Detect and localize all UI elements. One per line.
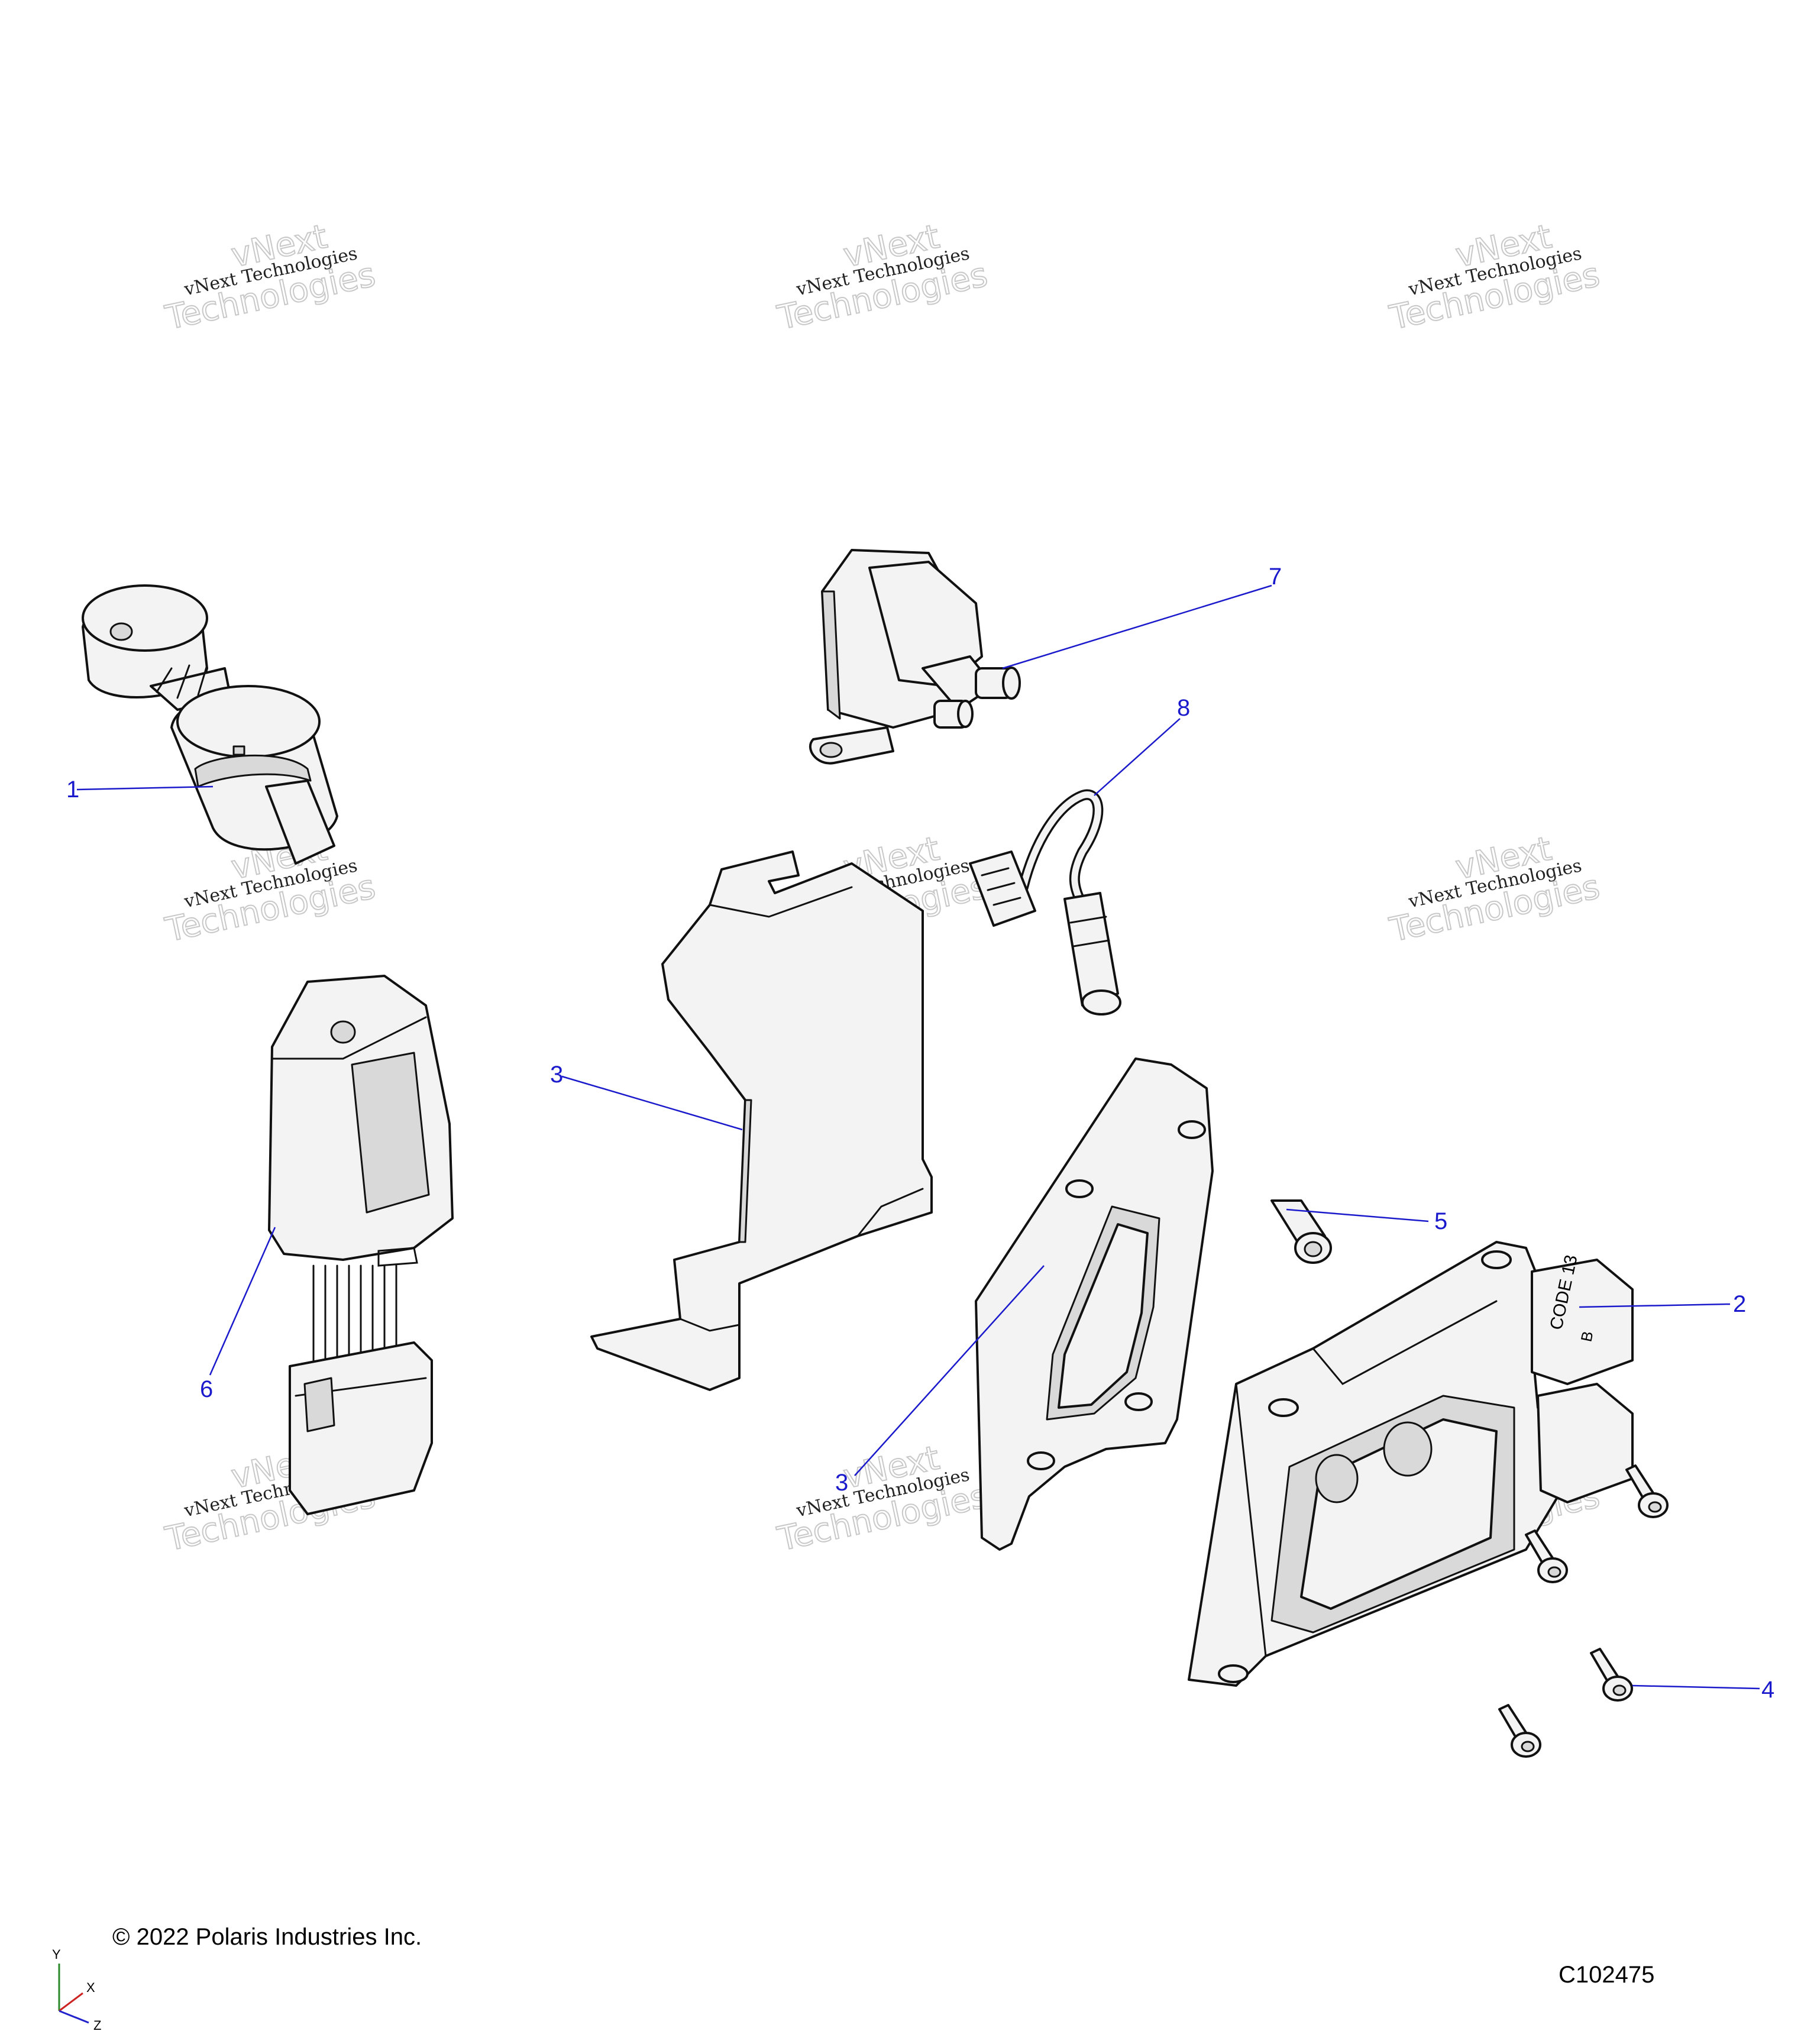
leader-1	[76, 785, 214, 791]
callout-numbers: 1 2 3 3 4 5 6 7 8	[66, 564, 1774, 1703]
screw	[1625, 1464, 1669, 1518]
part-2-ecu: CODE 13 B	[1188, 1241, 1634, 1687]
axis-z-label: Z	[93, 2018, 101, 2033]
leader-lines	[76, 584, 1760, 1690]
axis-x-line	[59, 1992, 83, 2012]
module-wires	[312, 1264, 397, 1361]
callout-3-lower: 3	[835, 1470, 848, 1496]
axis-x-label: X	[86, 1980, 95, 1995]
part-6-module	[268, 975, 454, 1515]
part-8-harness	[969, 789, 1121, 1015]
leader-7	[1002, 584, 1272, 670]
part-4-screws	[1498, 1464, 1669, 1758]
axis-y-label: Y	[52, 1947, 61, 1962]
callout-1: 1	[66, 777, 79, 803]
axis-z-line	[59, 2010, 89, 2024]
callout-2: 2	[1733, 1291, 1746, 1317]
screw	[1498, 1704, 1541, 1758]
leader-4	[1632, 1684, 1760, 1690]
leader-6	[209, 1227, 276, 1376]
part-7-sensor	[809, 549, 1021, 765]
callout-3-upper: 3	[550, 1062, 563, 1088]
screw	[1525, 1529, 1568, 1583]
part-5-push-rivet	[1270, 1199, 1332, 1264]
part-1-ignition-switch	[82, 584, 338, 865]
leader-2	[1579, 1303, 1731, 1308]
callout-5: 5	[1434, 1208, 1447, 1234]
leader-3a	[561, 1075, 743, 1131]
drawing-number: C102475	[1559, 1962, 1654, 1988]
screw	[1590, 1648, 1633, 1702]
callout-7: 7	[1269, 564, 1282, 590]
callout-6: 6	[200, 1376, 213, 1402]
axis-triad: Y X Z	[52, 1947, 101, 2033]
part-3-mounting-plate	[975, 1057, 1214, 1551]
ecu-b-label: B	[1577, 1330, 1597, 1343]
leader-3b	[854, 1265, 1045, 1476]
part-3-bracket-upper	[590, 850, 933, 1391]
copyright-text: © 2022 Polaris Industries Inc.	[112, 1924, 422, 1950]
leader-8	[1094, 718, 1181, 796]
callout-4: 4	[1761, 1677, 1774, 1703]
leader-5	[1286, 1208, 1429, 1222]
callout-8: 8	[1177, 695, 1190, 721]
